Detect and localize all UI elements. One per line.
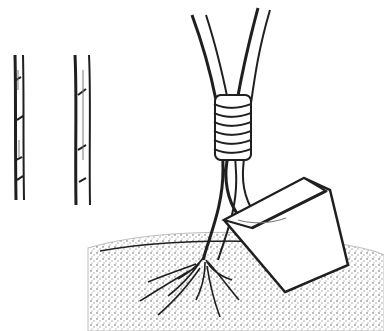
graft-binding — [214, 95, 251, 160]
scion-stick-left — [15, 55, 24, 200]
scion-stick-right — [75, 55, 90, 205]
